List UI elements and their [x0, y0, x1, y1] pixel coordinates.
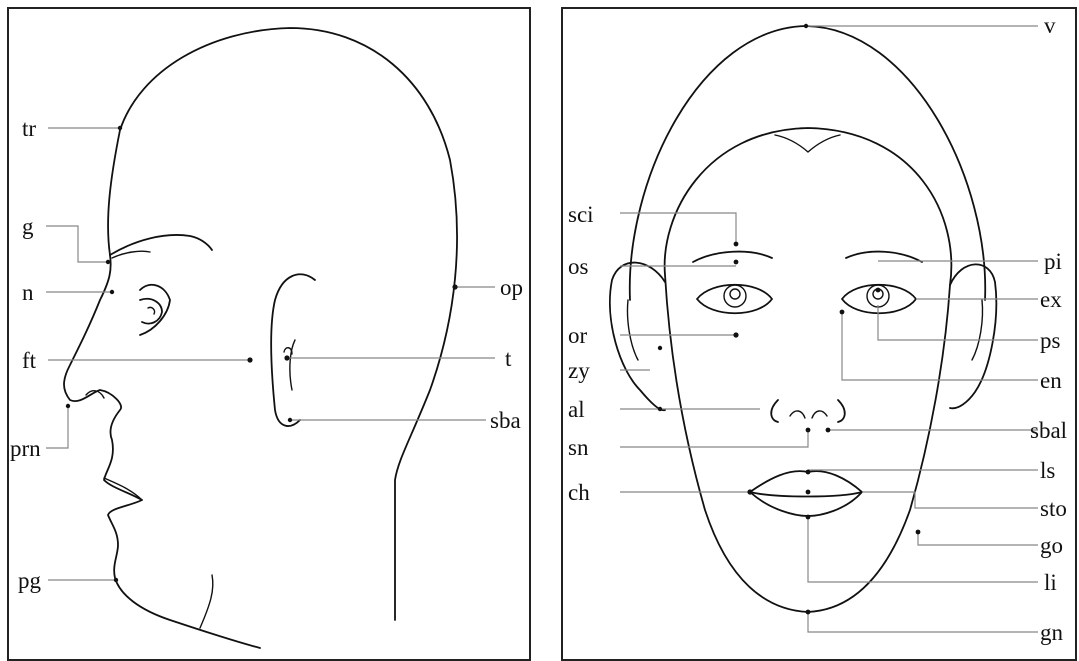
label-zy: zy [568, 358, 590, 383]
label-li: li [1044, 570, 1057, 595]
label-ls: ls [1040, 458, 1055, 483]
label-sba: sba [490, 408, 521, 433]
landmark-dot-os [734, 260, 739, 265]
frontal-panel-frame [562, 8, 1076, 660]
landmark-dot-t [284, 355, 289, 360]
label-sto: sto [1040, 496, 1067, 521]
landmark-dot-gn [806, 610, 811, 615]
label-go: go [1040, 533, 1063, 558]
label-g: g [22, 214, 34, 239]
profile-eyebrow [110, 235, 212, 258]
landmark-dot-al [658, 407, 662, 411]
landmark-dot-zy [658, 346, 662, 350]
label-n: n [22, 280, 34, 305]
profile-panel: tr g n ft prn pg op t sba [8, 8, 530, 660]
profile-landmark-dots [66, 126, 458, 582]
label-or: or [568, 323, 588, 348]
label-prn: prn [10, 436, 41, 461]
landmark-dot-ch [747, 489, 752, 494]
label-sci: sci [568, 202, 594, 227]
landmark-dot-g [106, 260, 110, 264]
profile-head-outline [64, 28, 457, 648]
landmark-dot-sto [806, 490, 811, 495]
frontal-landmark-dots [658, 24, 921, 615]
landmark-dot-or [733, 332, 738, 337]
landmark-dot-en [840, 310, 845, 315]
landmark-dot-li [806, 515, 811, 520]
label-ps: ps [1040, 328, 1061, 353]
label-v: v [1044, 13, 1056, 38]
label-gn: gn [1040, 620, 1064, 645]
landmark-dot-ls [806, 470, 811, 475]
landmark-dot-pi [876, 288, 881, 293]
landmark-dot-ft [247, 357, 252, 362]
profile-ear [271, 274, 315, 426]
frontal-labels: v sci os or zy al sn ch pi ex ps en sbal… [568, 13, 1067, 645]
label-pg: pg [18, 568, 42, 593]
landmark-dot-sci [734, 242, 739, 247]
profile-eye [140, 285, 170, 335]
frontal-mouth [750, 471, 862, 516]
landmark-dot-tr [118, 126, 122, 130]
landmark-dot-v [804, 24, 808, 28]
label-al: al [568, 397, 585, 422]
frontal-eyes [697, 285, 916, 314]
landmark-dot-prn [66, 404, 70, 408]
landmark-dot-sba [288, 418, 292, 422]
frontal-panel: v sci os or zy al sn ch pi ex ps en sbal… [562, 8, 1076, 660]
landmark-dot-go [916, 530, 921, 535]
landmark-dot-pg [114, 578, 118, 582]
landmark-dot-sbal [826, 428, 831, 433]
frontal-leader-lines [620, 26, 1038, 632]
landmark-dot-sn [806, 428, 811, 433]
label-en: en [1040, 368, 1062, 393]
label-ft: ft [22, 348, 37, 373]
label-op: op [500, 275, 523, 300]
profile-panel-frame [8, 8, 530, 660]
label-ex: ex [1040, 287, 1062, 312]
profile-labels: tr g n ft prn pg op t sba [10, 116, 523, 593]
label-sbal: sbal [1030, 418, 1067, 443]
landmark-dot-n [110, 290, 114, 294]
label-tr: tr [22, 116, 36, 141]
label-t: t [505, 346, 512, 371]
label-pi: pi [1044, 249, 1062, 274]
label-os: os [568, 254, 589, 279]
landmark-dot-op [452, 284, 457, 289]
label-sn: sn [568, 435, 589, 460]
frontal-nose [771, 400, 845, 422]
label-ch: ch [568, 480, 590, 505]
